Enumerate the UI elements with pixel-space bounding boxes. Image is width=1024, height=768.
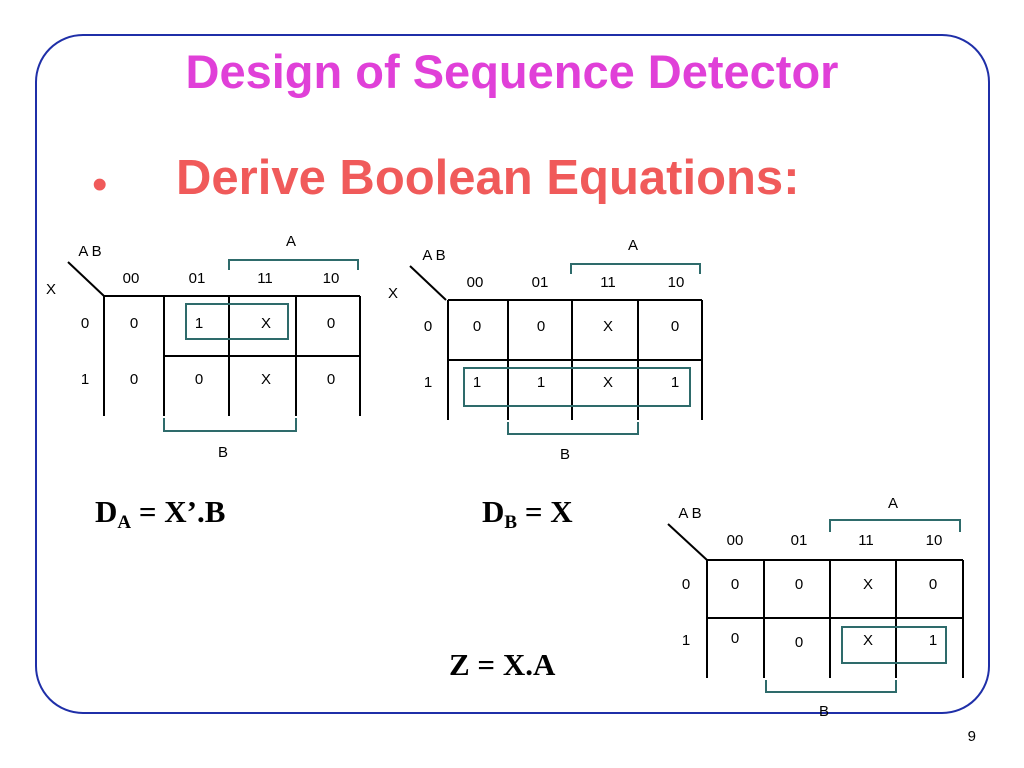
kmap-col-header: 11 <box>257 270 273 287</box>
kmap-bottom-bracket-label: B <box>819 703 829 720</box>
kmap-col-header: 10 <box>668 274 685 291</box>
kmap-bottom-bracket <box>163 418 297 432</box>
equation-db-lhs: D <box>482 494 505 529</box>
kmap-row-header: 1 <box>81 371 89 388</box>
kmap-cell: 0 <box>795 576 803 593</box>
bullet-icon: • <box>92 160 108 209</box>
kmap-row-var-label: X <box>388 285 398 302</box>
kmap-top-bracket <box>228 259 359 270</box>
kmap-cell: 1 <box>671 374 679 391</box>
kmap-row-header: 0 <box>424 318 432 335</box>
kmap-corner-divider <box>67 261 105 297</box>
kmap-cell: 0 <box>731 576 739 593</box>
kmap-top-bracket-label: A <box>628 237 638 254</box>
kmap-cell: X <box>603 374 613 391</box>
kmap-cell: 0 <box>671 318 679 335</box>
kmap-cell: 0 <box>731 630 739 647</box>
kmap-bottom-bracket <box>765 680 897 693</box>
equation-db-subscript: B <box>504 512 518 533</box>
kmap-cell: 1 <box>537 374 545 391</box>
kmap-group-box <box>185 303 289 340</box>
kmap-bottom-bracket <box>507 422 639 435</box>
kmap-db: A A B X 00 01 11 10 0 1 0 0 X 0 1 1 X 1 … <box>388 237 703 463</box>
kmap-group-box <box>841 626 947 664</box>
kmap-row-header: 1 <box>682 632 690 649</box>
kmap-cell: X <box>863 576 873 593</box>
kmap-bottom-bracket-label: B <box>218 444 228 461</box>
kmap-cell: 1 <box>195 315 203 332</box>
kmap-corner-label: A B <box>78 243 101 260</box>
kmap-bottom-bracket-label: B <box>560 446 570 463</box>
kmap-top-bracket <box>570 263 701 274</box>
kmap-cell: 0 <box>473 318 481 335</box>
kmap-top-bracket-label: A <box>888 495 898 512</box>
kmap-cell: 0 <box>795 634 803 651</box>
equation-da-lhs: D <box>95 494 118 529</box>
kmap-top-bracket <box>829 519 961 532</box>
kmap-corner-divider <box>409 265 447 301</box>
kmap-cell: X <box>261 315 271 332</box>
kmap-col-header: 11 <box>600 274 616 291</box>
kmap-cell: 1 <box>929 632 937 649</box>
kmap-cell: 0 <box>130 371 138 388</box>
kmap-col-header: 00 <box>727 532 744 549</box>
equation-db-rhs: = X <box>517 494 573 529</box>
kmap-corner-label: A B <box>422 247 445 264</box>
kmap-col-header: 01 <box>791 532 808 549</box>
page-number: 9 <box>967 728 976 745</box>
kmap-cell: X <box>603 318 613 335</box>
kmap-col-header: 00 <box>467 274 484 291</box>
kmap-cell: 0 <box>537 318 545 335</box>
kmap-cell: 0 <box>195 371 203 388</box>
kmap-cell: 1 <box>473 374 481 391</box>
kmap-cell: X <box>261 371 271 388</box>
kmap-col-header: 01 <box>532 274 549 291</box>
kmap-col-header: 10 <box>323 270 340 287</box>
equation-da: DA = X’.B <box>95 494 225 534</box>
kmap-cell: 0 <box>130 315 138 332</box>
kmap-z: A A B 00 01 11 10 0 1 0 0 X 0 0 0 X 1 B <box>667 495 964 720</box>
slide-title: Design of Sequence Detector <box>185 45 839 98</box>
equation-db: DB = X <box>482 494 573 534</box>
slide-subtitle: Derive Boolean Equations: <box>176 151 800 205</box>
equation-da-subscript: A <box>117 512 132 533</box>
kmap-row-header: 0 <box>81 315 89 332</box>
kmap-cell: 0 <box>327 371 335 388</box>
slide-frame <box>35 34 990 714</box>
kmap-row-var-label: X <box>46 281 56 298</box>
kmap-grid <box>103 295 361 416</box>
kmap-da: A A B X 00 01 11 10 0 1 0 1 X 0 0 0 X 0 … <box>46 233 361 461</box>
kmap-corner-label: A B <box>678 505 701 522</box>
kmap-cell: X <box>863 632 873 649</box>
kmap-col-header: 11 <box>858 532 874 549</box>
kmap-row-header: 0 <box>682 576 690 593</box>
kmap-top-bracket-label: A <box>286 233 296 250</box>
kmap-cell: 0 <box>327 315 335 332</box>
kmap-grid <box>706 559 964 678</box>
kmap-col-header: 10 <box>926 532 943 549</box>
kmap-cell: 0 <box>929 576 937 593</box>
equation-z: Z = X.A <box>449 647 556 682</box>
kmap-grid <box>447 299 703 420</box>
kmap-group-box <box>463 367 691 407</box>
kmap-col-header: 00 <box>123 270 140 287</box>
kmap-col-header: 01 <box>189 270 206 287</box>
kmap-row-header: 1 <box>424 374 432 391</box>
kmap-corner-divider <box>667 523 708 561</box>
equation-da-rhs: = X’.B <box>131 494 226 529</box>
